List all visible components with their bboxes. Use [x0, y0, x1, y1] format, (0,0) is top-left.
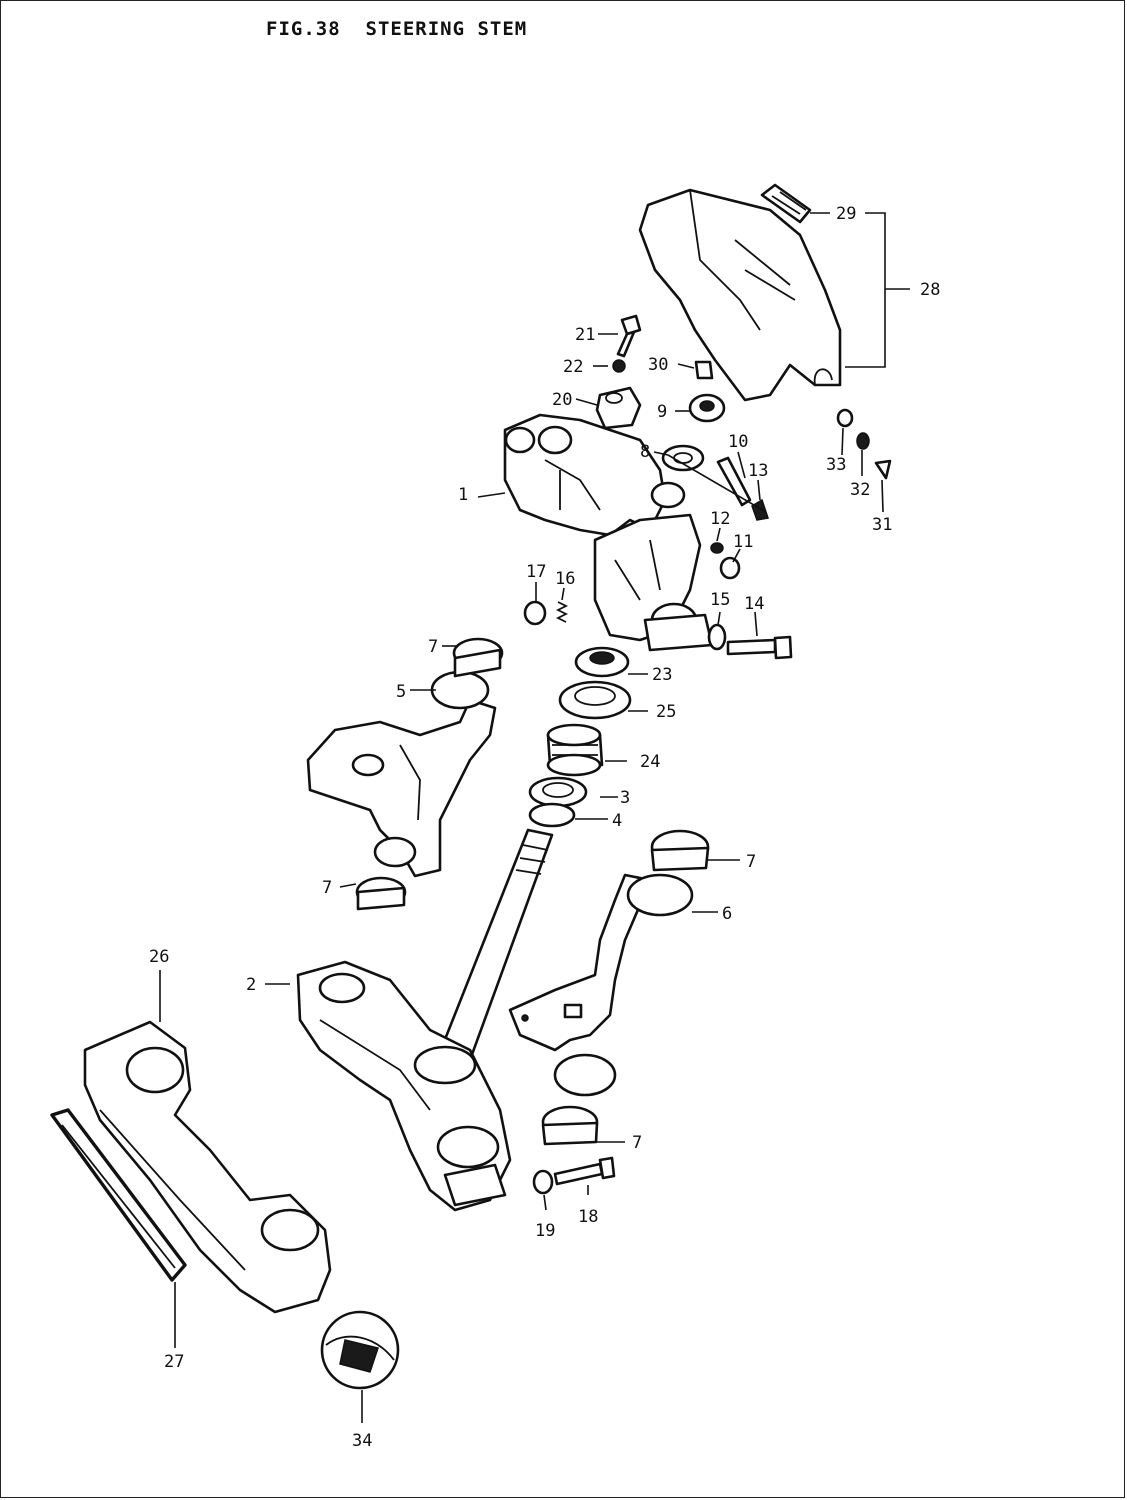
bearing-stack-part: [528, 646, 632, 828]
callout-24: 24: [640, 752, 660, 772]
callout-29: 29: [836, 204, 856, 224]
nut-11-part: [719, 556, 741, 580]
callout-2: 2: [246, 975, 256, 995]
washer-19-part: [532, 1169, 554, 1195]
callout-31: 31: [872, 515, 892, 535]
cap-34-part: [320, 1310, 400, 1390]
callout-11: 11: [733, 532, 753, 552]
callout-19: 19: [535, 1221, 555, 1241]
callout-32: 32: [850, 480, 870, 500]
upper-holder-part: [595, 386, 642, 430]
headlight-bracket-left-part: [306, 670, 497, 878]
callout-7a: 7: [428, 637, 438, 657]
callout-12: 12: [710, 509, 730, 529]
callout-1: 1: [458, 485, 468, 505]
cover-emblem-part: [760, 183, 812, 224]
callout-5: 5: [396, 682, 406, 702]
callout-3: 3: [620, 788, 630, 808]
callout-28: 28: [920, 280, 940, 300]
callout-7d: 7: [632, 1133, 642, 1153]
stem-cover-part: [83, 1020, 332, 1314]
nut-17-part: [523, 600, 547, 626]
callout-4: 4: [612, 811, 622, 831]
callout-23: 23: [652, 665, 672, 685]
steering-stem-part: [296, 828, 554, 1212]
callout-17: 17: [526, 562, 546, 582]
callout-27: 27: [164, 1352, 184, 1372]
leader-lines: [159, 212, 910, 1423]
callout-18: 18: [578, 1207, 598, 1227]
callout-7b: 7: [322, 878, 332, 898]
washer-8-part: [661, 444, 705, 472]
handlebar-cover-part: [638, 188, 842, 402]
callout-14: 14: [744, 594, 764, 614]
callout-25: 25: [656, 702, 676, 722]
figure-title: FIG.38 STEERING STEM: [266, 18, 528, 40]
callout-15: 15: [710, 590, 730, 610]
fastener-31-part: [874, 459, 892, 480]
washer-15-part: [707, 623, 727, 651]
callout-22: 22: [563, 357, 583, 377]
callout-34: 34: [352, 1431, 372, 1451]
clip-30-part: [694, 360, 714, 380]
callout-26: 26: [149, 947, 169, 967]
bolt-18-part: [553, 1156, 616, 1186]
fastener-32-part: [856, 432, 870, 450]
callout-7c: 7: [746, 852, 756, 872]
spring-16-part: [555, 601, 569, 623]
callout-13: 13: [748, 461, 768, 481]
ring-7c-part: [650, 829, 710, 872]
bolt-21-part: [616, 314, 642, 358]
callout-16: 16: [555, 569, 575, 589]
callout-labels: 1 2 3 4 5 6 7 7 7 7 8 9 10 11 12 13 14 1…: [149, 204, 940, 1451]
washer-22-part: [612, 359, 626, 373]
ring-7b-part: [355, 876, 407, 911]
callout-9: 9: [657, 402, 667, 422]
callout-10: 10: [728, 432, 748, 452]
ring-7d-part: [541, 1105, 599, 1146]
washer-12-part: [710, 542, 724, 554]
ring-7a-part: [452, 637, 504, 678]
callout-30: 30: [648, 355, 668, 375]
headlight-bracket-right-part: [508, 873, 694, 1097]
part-13: [751, 498, 769, 521]
bolt-10-part: [716, 456, 752, 507]
emblem-plate-part: [50, 1108, 187, 1282]
callout-33: 33: [826, 455, 846, 475]
fastener-33-part: [836, 408, 854, 428]
callout-21: 21: [575, 325, 595, 345]
callout-6: 6: [722, 904, 732, 924]
handlebar-holder-part: [503, 413, 714, 652]
callout-8: 8: [640, 442, 650, 462]
callout-20: 20: [552, 390, 572, 410]
bolt-14-part: [726, 635, 793, 660]
nut-9-part: [688, 393, 726, 423]
